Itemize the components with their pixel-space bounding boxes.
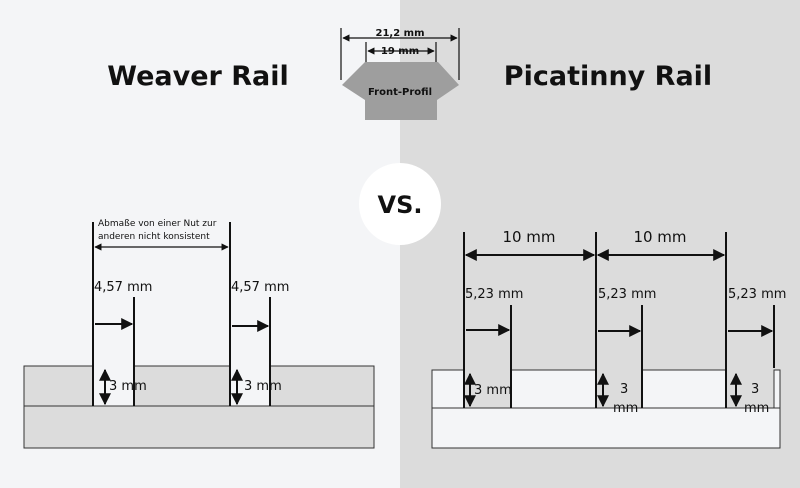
- weaver-rail-title: Weaver Rail: [107, 61, 289, 92]
- weaver-depth-label-1: 3 mm: [109, 379, 147, 394]
- picatinny-rail: 10 mm 10 mm 5,23 mm 5,23 mm 5,23 mm 3 mm…: [431, 228, 786, 449]
- front-profile-shape: [342, 62, 459, 120]
- vs-label: VS.: [378, 191, 423, 219]
- profile-outer-dimension-label: 21,2 mm: [376, 28, 425, 39]
- vs-circle: [359, 163, 441, 245]
- front-profile-label: Front-Profil: [368, 87, 432, 98]
- weaver-rail: Abmaße von einer Nut zur anderen nicht k…: [23, 219, 375, 449]
- picatinny-spacing-label-1: 10 mm: [502, 228, 555, 246]
- picatinny-slot-width-label-3: 5,23 mm: [728, 287, 786, 302]
- picatinny-slot-width-label-1: 5,23 mm: [465, 287, 523, 302]
- weaver-depth-label-2: 3 mm: [244, 379, 282, 394]
- picatinny-depth-label-2a: 3: [620, 382, 628, 397]
- picatinny-rail-title: Picatinny Rail: [504, 61, 712, 92]
- front-profile: Front-Profil 21,2 mm 19 mm: [340, 28, 460, 120]
- weaver-slot-width-label-1: 4,57 mm: [94, 280, 152, 295]
- picatinny-depth-label-3b: mm: [744, 401, 769, 416]
- weaver-note-line-2: anderen nicht konsistent: [98, 232, 210, 242]
- picatinny-depth-label-3a: 3: [751, 382, 759, 397]
- weaver-note-line-1: Abmaße von einer Nut zur: [98, 219, 217, 229]
- weaver-slot-width-label-2: 4,57 mm: [231, 280, 289, 295]
- picatinny-depth-label-2b: mm: [613, 401, 638, 416]
- picatinny-depth-label-1: 3 mm: [474, 383, 512, 398]
- profile-inner-dimension-label: 19 mm: [381, 46, 419, 57]
- picatinny-spacing-label-2: 10 mm: [633, 228, 686, 246]
- weaver-rail-body: [23, 365, 375, 449]
- picatinny-slot-width-label-2: 5,23 mm: [598, 287, 656, 302]
